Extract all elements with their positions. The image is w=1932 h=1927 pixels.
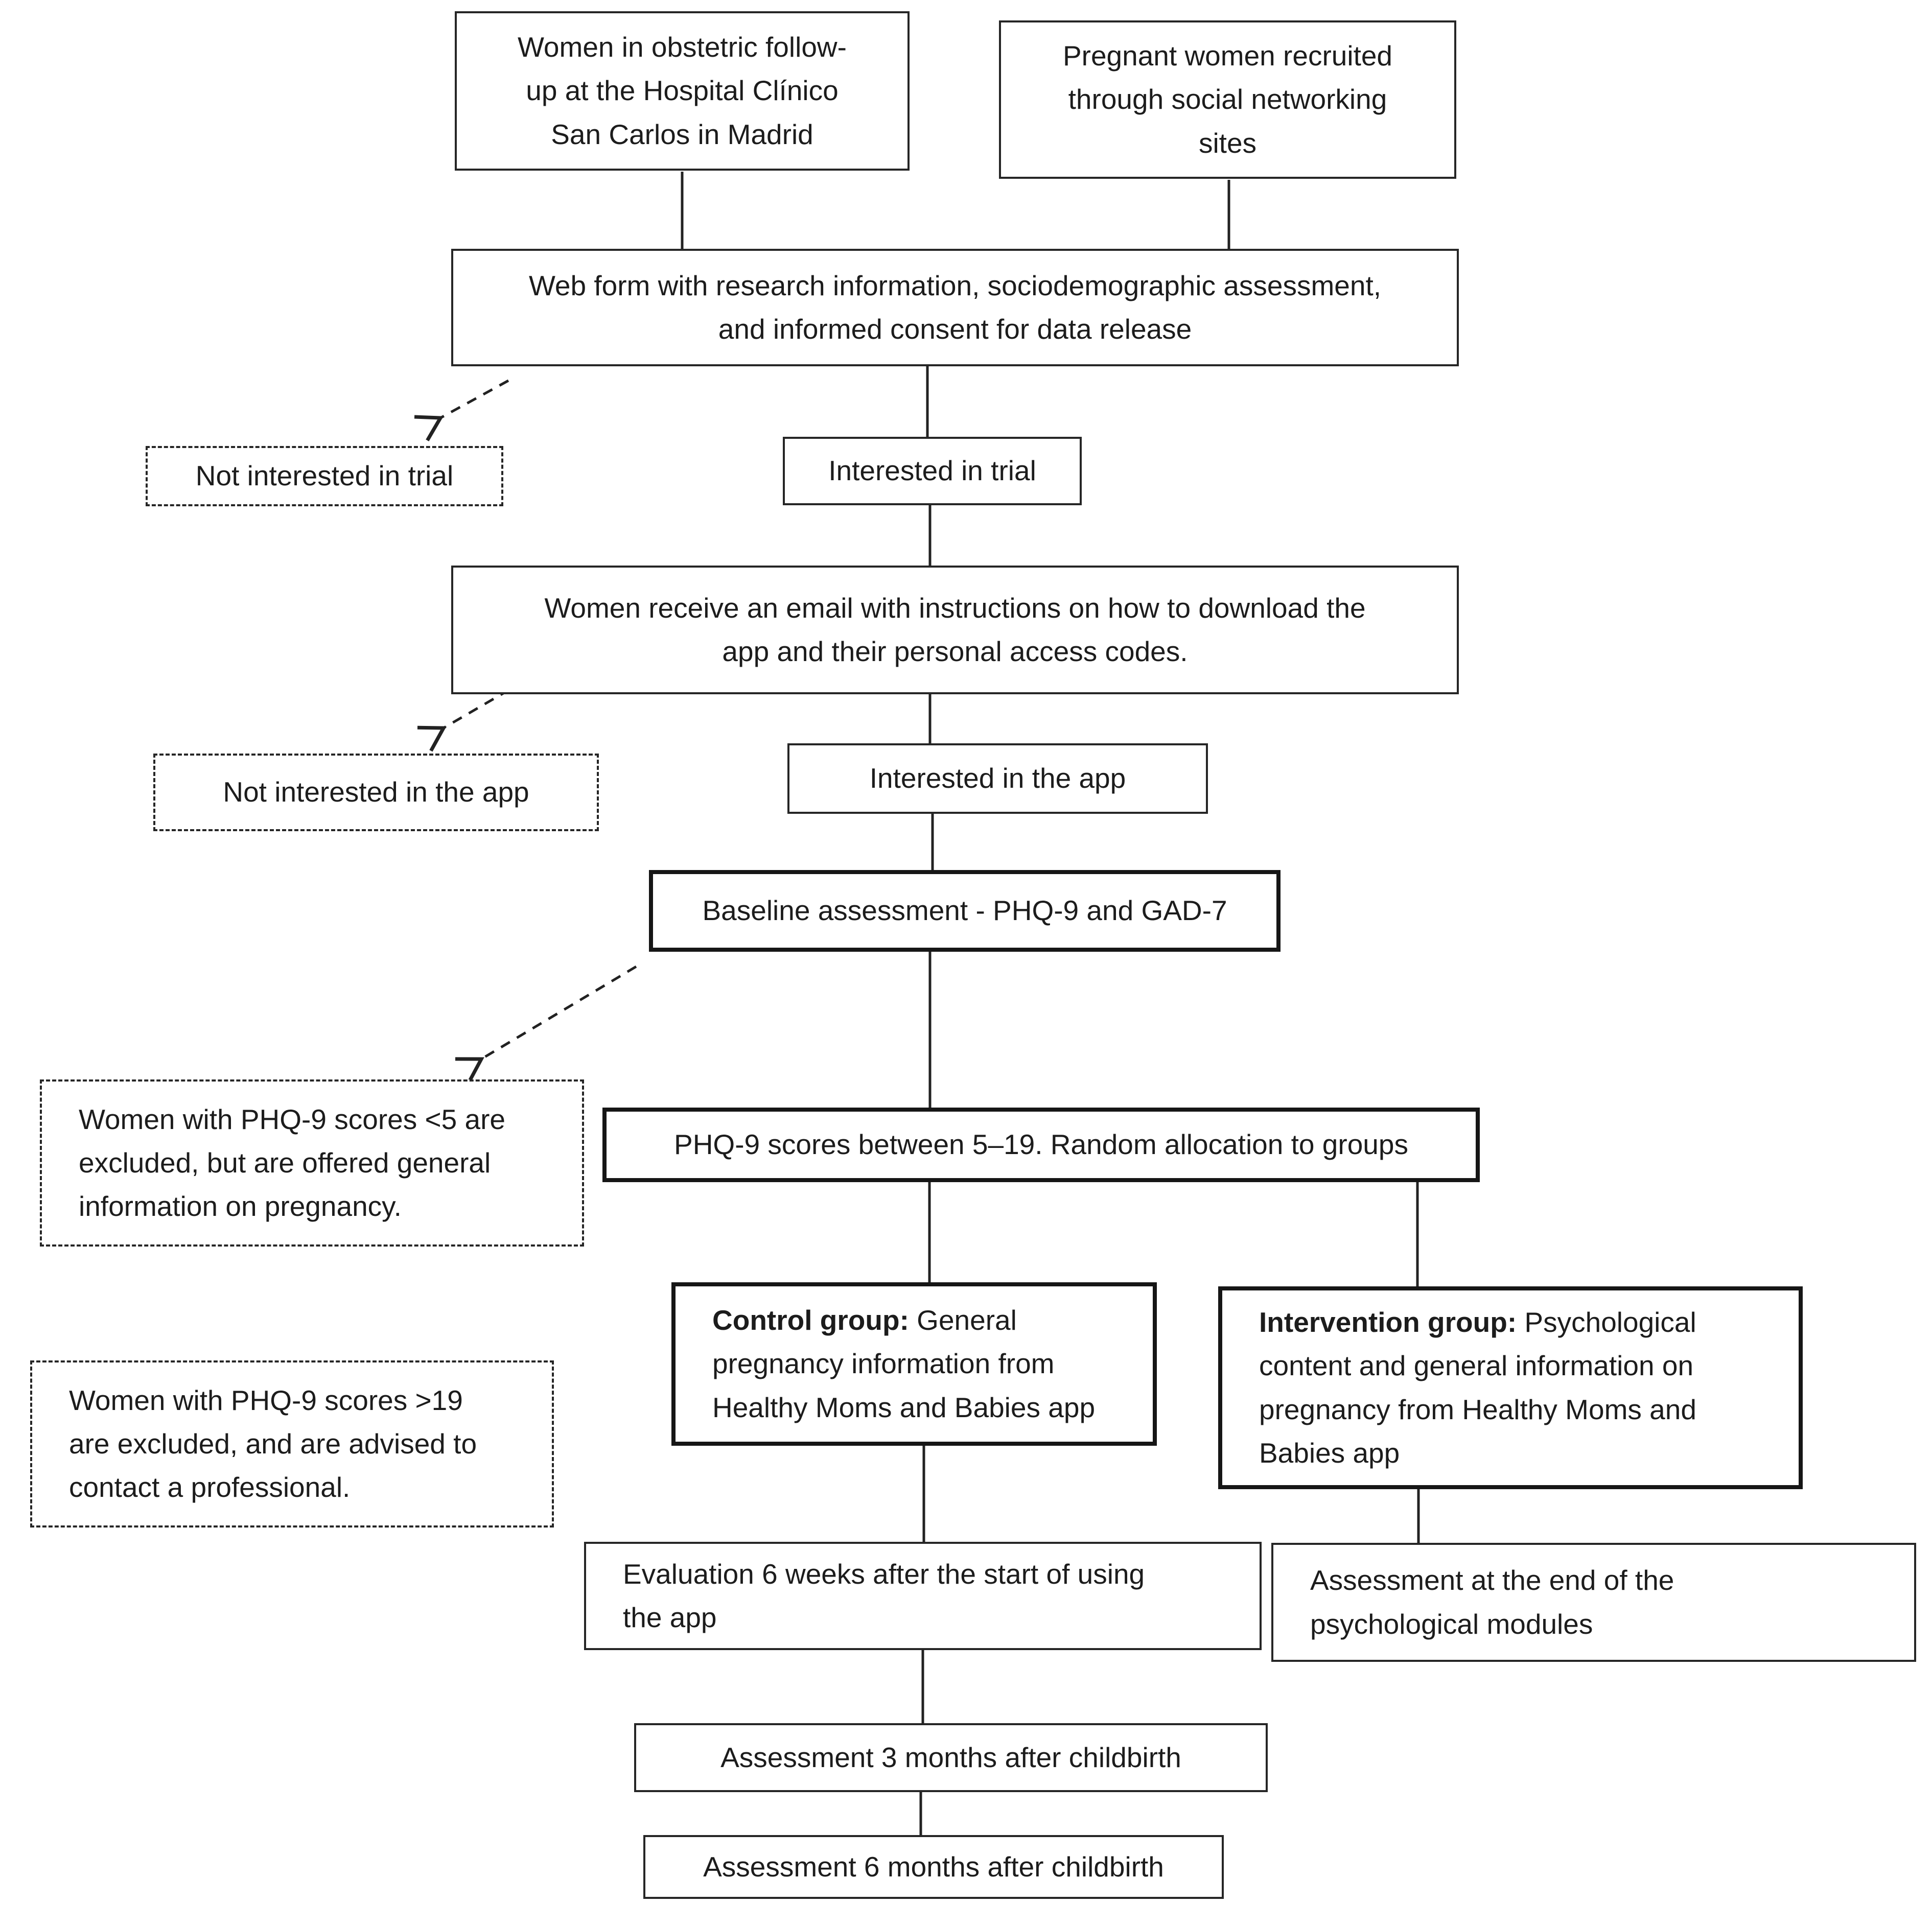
node-evaluation-6-weeks: Evaluation 6 weeks after the start of us… (584, 1542, 1262, 1650)
node-excluded-low-phq9-text: Women with PHQ-9 scores <5 are excluded,… (79, 1103, 505, 1223)
node-assessment-end-modules: Assessment at the end of the psychologic… (1271, 1543, 1916, 1662)
node-hospital-recruitment: Women in obstetric follow- up at the Hos… (455, 11, 910, 171)
node-interested-app-text: Interested in the app (869, 762, 1126, 794)
node-interested-app: Interested in the app (787, 743, 1208, 814)
dashed-arrow-not-interested-app (417, 688, 510, 752)
dashed-arrow-not-interested-trial (414, 379, 509, 441)
node-baseline-assessment-text: Baseline assessment - PHQ-9 and GAD-7 (702, 895, 1227, 927)
node-assessment-6-months: Assessment 6 months after childbirth (643, 1835, 1224, 1899)
node-assessment-3-months: Assessment 3 months after childbirth (634, 1723, 1268, 1792)
node-interested-trial-text: Interested in trial (828, 455, 1036, 487)
node-hospital-recruitment-text: Women in obstetric follow- up at the Hos… (518, 31, 847, 150)
node-control-group-text: Control group: General pregnancy informa… (712, 1299, 1095, 1429)
node-email-instructions: Women receive an email with instructions… (451, 566, 1459, 694)
node-not-interested-app: Not interested in the app (153, 754, 599, 831)
node-assessment-3-months-text: Assessment 3 months after childbirth (720, 1741, 1181, 1773)
node-random-allocation: PHQ-9 scores between 5–19. Random alloca… (602, 1108, 1480, 1182)
intervention-group-label: Intervention group: (1259, 1306, 1517, 1338)
node-excluded-high-phq9: Women with PHQ-9 scores >19 are excluded… (30, 1360, 554, 1528)
node-control-group: Control group: General pregnancy informa… (671, 1282, 1157, 1446)
node-social-recruitment: Pregnant women recruited through social … (999, 20, 1456, 179)
node-assessment-6-months-text: Assessment 6 months after childbirth (703, 1850, 1164, 1883)
dashed-arrow-excluded-low (455, 965, 637, 1083)
node-social-recruitment-text: Pregnant women recruited through social … (1062, 40, 1393, 159)
node-excluded-high-phq9-text: Women with PHQ-9 scores >19 are excluded… (69, 1384, 477, 1503)
node-random-allocation-text: PHQ-9 scores between 5–19. Random alloca… (674, 1129, 1408, 1161)
node-not-interested-app-text: Not interested in the app (223, 776, 529, 808)
intervention-group-body: Psychological content and general inform… (1259, 1306, 1696, 1469)
node-web-form-text: Web form with research information, soci… (528, 269, 1382, 345)
node-excluded-low-phq9: Women with PHQ-9 scores <5 are excluded,… (40, 1079, 584, 1247)
control-group-label: Control group: (712, 1304, 909, 1336)
node-not-interested-trial-text: Not interested in trial (195, 460, 454, 492)
node-assessment-end-modules-text: Assessment at the end of the psychologic… (1310, 1564, 1674, 1640)
node-not-interested-trial: Not interested in trial (146, 446, 503, 506)
node-baseline-assessment: Baseline assessment - PHQ-9 and GAD-7 (649, 870, 1281, 952)
node-evaluation-6-weeks-text: Evaluation 6 weeks after the start of us… (623, 1558, 1145, 1633)
node-interested-trial: Interested in trial (783, 437, 1082, 505)
node-intervention-group-text: Intervention group: Psychological conten… (1259, 1301, 1696, 1475)
node-email-instructions-text: Women receive an email with instructions… (544, 592, 1366, 667)
control-group-body: General pregnancy information from Healt… (712, 1304, 1096, 1423)
node-web-form: Web form with research information, soci… (451, 249, 1459, 366)
node-intervention-group: Intervention group: Psychological conten… (1218, 1286, 1803, 1489)
